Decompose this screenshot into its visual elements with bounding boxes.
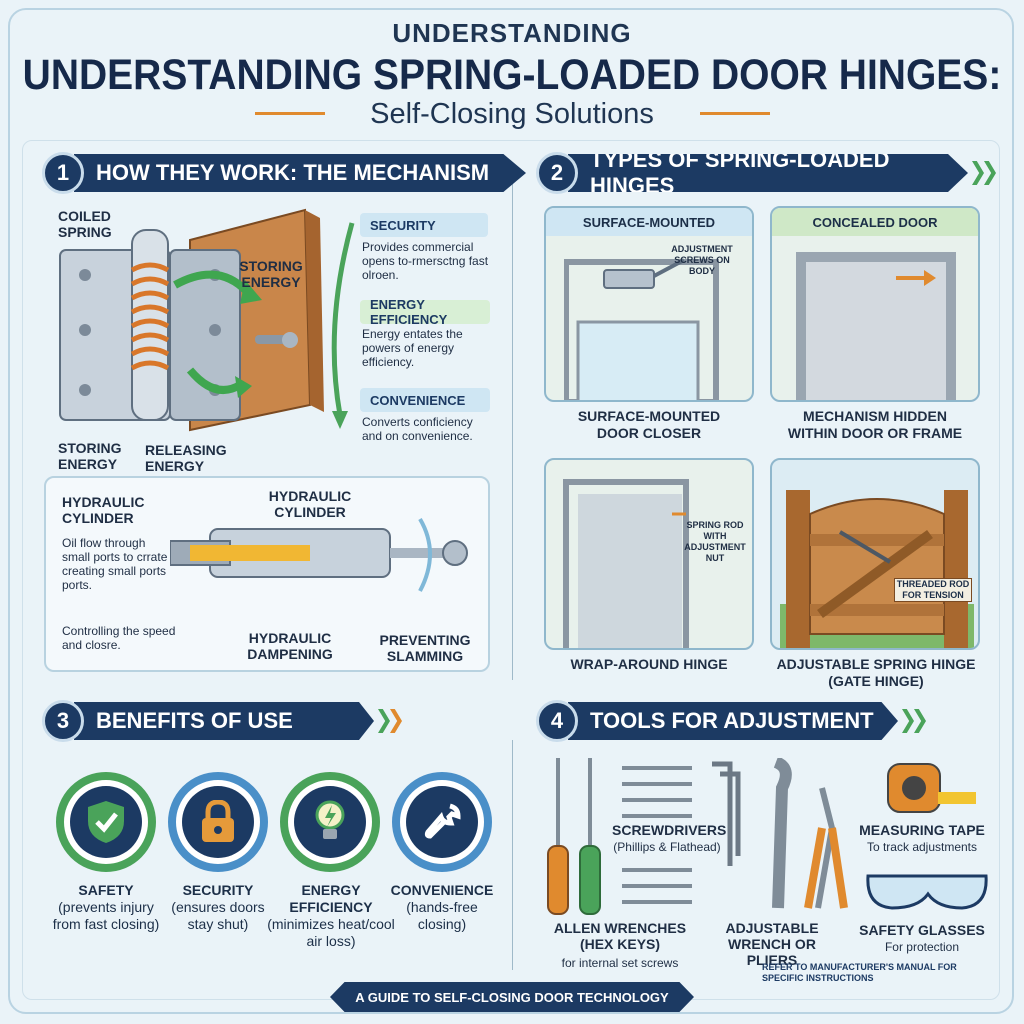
right-arrow-decoration bbox=[700, 112, 770, 115]
gate-hinge-card: THREADED ROD FOR TENSION bbox=[770, 458, 980, 650]
safety-desc: (prevents injury from fast closing) bbox=[52, 899, 160, 932]
header-kicker: UNDERSTANDING bbox=[392, 18, 632, 48]
feature-convenience-pill: CONVENIENCE bbox=[360, 388, 490, 412]
section4-header: 4 TOOLS FOR ADJUSTMENT bbox=[536, 698, 936, 744]
safety-glasses-desc: For protection bbox=[884, 940, 960, 954]
bolts-icon bbox=[622, 868, 692, 904]
page-title: UNDERSTANDING SPRING-LOADED DOOR HINGES: bbox=[22, 51, 1002, 100]
section4-title: TOOLS FOR ADJUSTMENT bbox=[568, 702, 898, 740]
energy-desc: (minimizes heat/cool air loss) bbox=[267, 916, 395, 949]
screwdrivers-desc: (Phillips & Flathead) bbox=[613, 840, 721, 854]
feature-security-pill: SECURITY bbox=[360, 213, 488, 237]
surface-mounted-header: SURFACE-MOUNTED bbox=[546, 208, 752, 236]
gate-illustration bbox=[780, 490, 974, 648]
outer-frame bbox=[8, 8, 1014, 1014]
section2-chevrons bbox=[972, 161, 1006, 185]
padlock-icon bbox=[202, 800, 234, 842]
wrap-around-card: SPRING ROD WITH ADJUSTMENT NUT bbox=[544, 458, 754, 650]
measuring-tape-title: MEASURING TAPE bbox=[859, 822, 985, 838]
page-subtitle: Self-Closing Solutions bbox=[370, 98, 654, 130]
allen-wrenches-title: ALLEN WRENCHES (HEX KEYS) bbox=[553, 920, 687, 952]
adjustable-wrench-icon bbox=[772, 758, 848, 909]
surface-mounted-caption: SURFACE-MOUNTED DOOR CLOSER bbox=[577, 408, 721, 441]
convenience-title: CONVENIENCE bbox=[390, 882, 494, 898]
convenience-desc: (hands-free closing) bbox=[406, 899, 478, 932]
preventing-slamming-label: PREVENTING SLAMMING bbox=[379, 632, 471, 664]
energy-circle bbox=[280, 772, 380, 872]
measuring-tape-desc: To track adjustments bbox=[866, 840, 978, 854]
hydraulic-cylinder-top-label: HYDRAULIC CYLINDER bbox=[268, 488, 352, 520]
surface-closer-illustration bbox=[564, 258, 719, 400]
allen-wrench-icon bbox=[712, 761, 741, 866]
section1-header: 1 HOW THEY WORK: THE MECHANISM bbox=[42, 150, 526, 196]
concealed-door-card: CONCEALED DOOR bbox=[770, 206, 980, 402]
safety-title: SAFETY bbox=[78, 882, 134, 898]
lightbulb-icon bbox=[315, 800, 345, 839]
left-arrow-decoration bbox=[255, 112, 325, 115]
concealed-door-illustration bbox=[796, 252, 956, 400]
hydraulic-dampening-label: HYDRAULIC DAMPENING bbox=[247, 630, 333, 662]
safety-glasses-icon bbox=[866, 874, 988, 910]
security-circle bbox=[168, 772, 268, 872]
energy-benefit: ENERGY EFFICIENCY(minimizes heat/cool ai… bbox=[264, 882, 398, 950]
threaded-rod-note: THREADED ROD FOR TENSION bbox=[894, 578, 972, 602]
safety-benefit: SAFETY(prevents injury from fast closing… bbox=[46, 882, 166, 933]
section1-title: HOW THEY WORK: THE MECHANISM bbox=[74, 154, 526, 192]
feature-convenience-desc: Converts conficiency and on convenience. bbox=[362, 415, 473, 443]
section2-number: 2 bbox=[536, 152, 578, 194]
footer-banner: A GUIDE TO SELF-CLOSING DOOR TECHNOLOGY bbox=[330, 982, 694, 1012]
hydraulic-cylinder-illustration bbox=[170, 517, 468, 592]
allen-wrenches-desc: for internal set screws bbox=[561, 956, 679, 970]
measuring-tape-icon bbox=[887, 763, 976, 813]
wrench-icon bbox=[424, 803, 461, 839]
adjustment-screws-note: ADJUSTMENT SCREWS ON BODY bbox=[671, 244, 733, 276]
vertical-divider-bottom bbox=[512, 740, 513, 970]
section2-title: TYPES OF SPRING-LOADED HINGES bbox=[568, 154, 968, 192]
section3-chevrons bbox=[378, 709, 412, 733]
hydraulic-cylinder-left-label: HYDRAULIC CYLINDER bbox=[62, 494, 145, 526]
storing-energy-label-top: STORING ENERGY bbox=[239, 258, 303, 290]
screwdrivers-title: SCREWDRIVERS bbox=[612, 822, 727, 838]
surface-mounted-card: SURFACE-MOUNTED ADJUSTMENT SCREWS ON BOD… bbox=[544, 206, 754, 402]
screwdrivers-icon bbox=[547, 758, 601, 915]
oil-flow-text: Oil flow through small ports to crrate c… bbox=[62, 536, 168, 592]
safety-circle bbox=[56, 772, 156, 872]
controlling-speed-text: Controlling the speed and closre. bbox=[62, 624, 176, 652]
section3-title: BENEFITS OF USE bbox=[74, 702, 374, 740]
hinge-illustration bbox=[59, 208, 324, 432]
section4-chevrons bbox=[902, 709, 936, 733]
spring-rod-note: SPRING ROD WITH ADJUSTMENT NUT bbox=[684, 520, 746, 563]
releasing-energy-label: RELEASING ENERGY bbox=[145, 442, 227, 474]
coiled-spring-label: COILED SPRING bbox=[58, 208, 112, 240]
manufacturer-note: REFER TO MANUFACTURER'S MANUAL FOR SPECI… bbox=[762, 962, 957, 983]
feature-energy-pill: ENERGY EFFICIENCY bbox=[360, 297, 490, 327]
section3-number: 3 bbox=[42, 700, 84, 742]
safety-glasses-title: SAFETY GLASSES bbox=[859, 922, 985, 938]
security-desc: (ensures doors stay shut) bbox=[171, 899, 265, 932]
security-benefit: SECURITY(ensures doors stay shut) bbox=[158, 882, 278, 933]
concealed-door-header: CONCEALED DOOR bbox=[772, 208, 978, 236]
security-title: SECURITY bbox=[182, 882, 254, 898]
screws-icon bbox=[622, 766, 692, 818]
energy-title: ENERGY EFFICIENCY bbox=[289, 882, 373, 915]
section2-header: 2 TYPES OF SPRING-LOADED HINGES bbox=[536, 150, 1006, 196]
shield-check-icon bbox=[88, 801, 124, 843]
section4-number: 4 bbox=[536, 700, 578, 742]
section3-header: 3 BENEFITS OF USE bbox=[42, 698, 412, 744]
feature-security-desc: Provides commercial opens to-rmersctng f… bbox=[362, 240, 489, 282]
wrap-around-caption: WRAP-AROUND HINGE bbox=[570, 656, 728, 672]
concealed-door-caption: MECHANISM HIDDEN WITHIN DOOR OR FRAME bbox=[787, 408, 963, 441]
green-cycle-arrow bbox=[331, 222, 355, 429]
storing-energy-label-bottom: STORING ENERGY bbox=[58, 440, 122, 472]
convenience-benefit: CONVENIENCE(hands-free closing) bbox=[382, 882, 502, 933]
gate-hinge-caption: ADJUSTABLE SPRING HINGE (GATE HINGE) bbox=[776, 656, 976, 689]
convenience-circle bbox=[392, 772, 492, 872]
wrap-around-illustration bbox=[563, 479, 689, 648]
adjustable-wrench-title: ADJUSTABLE WRENCH OR PLIERS bbox=[725, 920, 819, 968]
vertical-divider-top bbox=[512, 180, 513, 680]
section1-number: 1 bbox=[42, 152, 84, 194]
feature-energy-desc: Energy entates the powers of energy effi… bbox=[362, 327, 463, 369]
